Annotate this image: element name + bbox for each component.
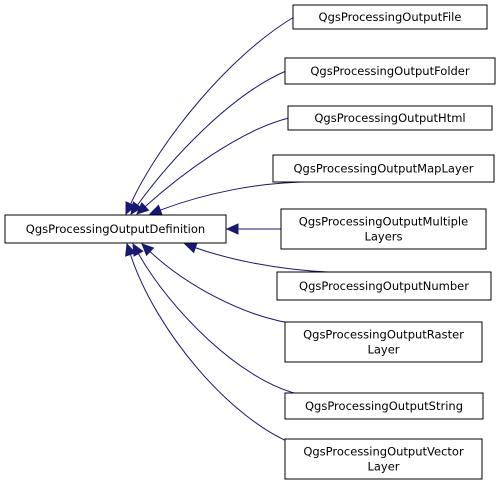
class-label-raster-line-0: QgsProcessingOutputRaster	[303, 328, 464, 342]
class-label-html-line-0: QgsProcessingOutputHtml	[314, 111, 465, 125]
class-box-raster[interactable]	[284, 321, 483, 363]
class-node-string[interactable]: QgsProcessingOutputString	[284, 392, 484, 420]
edge-line-raster	[148, 250, 304, 326]
class-label-string-line-0: QgsProcessingOutputString	[305, 399, 463, 413]
edge-line-string	[137, 252, 299, 395]
edge-multiple	[225, 223, 283, 235]
class-node-base[interactable]: QgsProcessingOutputDefinition	[4, 214, 227, 244]
class-nodes: QgsProcessingOutputDefinitionQgsProcessi…	[4, 4, 496, 480]
class-label-vector-line-0: QgsProcessingOutputVector	[303, 445, 464, 459]
class-label-number-line-0: QgsProcessingOutputNumber	[299, 279, 469, 293]
class-label-vector-line-1: Layer	[367, 460, 399, 474]
edge-line-maplayer	[159, 181, 326, 211]
class-label-file-line-0: QgsProcessingOutputFile	[319, 10, 462, 24]
edge-vector	[125, 242, 297, 446]
class-node-maplayer[interactable]: QgsProcessingOutputMapLayer	[272, 154, 495, 183]
edge-line-file	[129, 16, 295, 206]
class-label-folder-line-0: QgsProcessingOutputFolder	[310, 64, 470, 78]
class-label-multiple-line-1: Layers	[364, 230, 402, 244]
inheritance-edges	[125, 16, 329, 446]
class-label-raster-line-1: Layer	[367, 343, 399, 357]
class-box-html[interactable]	[287, 105, 493, 131]
edge-line-html	[144, 117, 290, 208]
inheritance-arrowhead-maplayer	[148, 204, 163, 216]
inheritance-arrowhead-vector	[125, 242, 137, 257]
class-box-multiple[interactable]	[280, 208, 487, 250]
edge-line-number	[194, 246, 329, 273]
inheritance-arrowhead-multiple	[225, 223, 239, 235]
edge-raster	[141, 243, 304, 326]
class-label-multiple-line-0: QgsProcessingOutputMultiple	[299, 215, 468, 229]
edge-line-folder	[136, 70, 287, 207]
class-box-file[interactable]	[292, 4, 488, 30]
class-label-maplayer-line-0: QgsProcessingOutputMapLayer	[293, 162, 473, 176]
edge-line-vector	[129, 253, 297, 446]
class-box-maplayer[interactable]	[272, 154, 495, 183]
class-box-folder[interactable]	[284, 57, 496, 85]
inheritance-arrowhead-html	[136, 201, 150, 215]
class-box-vector[interactable]	[284, 438, 483, 480]
class-box-number[interactable]	[276, 271, 492, 301]
edge-file	[125, 16, 295, 216]
class-node-file[interactable]: QgsProcessingOutputFile	[292, 4, 488, 30]
class-box-base[interactable]	[4, 214, 227, 244]
inheritance-arrowhead-file	[125, 201, 137, 216]
class-node-folder[interactable]: QgsProcessingOutputFolder	[284, 57, 496, 85]
inheritance-arrowhead-string	[132, 242, 144, 257]
class-label-base-line-0: QgsProcessingOutputDefinition	[26, 222, 205, 236]
edge-html	[136, 117, 290, 215]
edge-folder	[130, 70, 287, 215]
class-node-html[interactable]: QgsProcessingOutputHtml	[287, 105, 493, 131]
inheritance-arrowhead-raster	[141, 243, 155, 257]
inheritance-arrowhead-number	[183, 242, 198, 254]
class-box-string[interactable]	[284, 392, 484, 420]
class-node-number[interactable]: QgsProcessingOutputNumber	[276, 271, 492, 301]
inheritance-arrowhead-folder	[130, 201, 143, 215]
